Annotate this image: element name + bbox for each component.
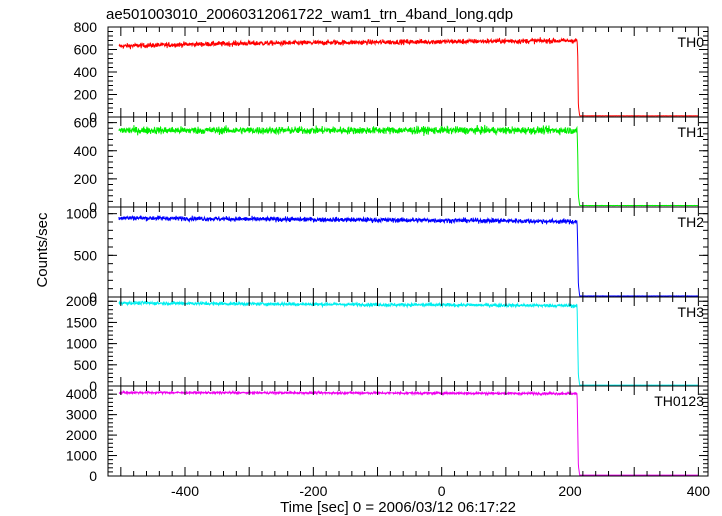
x-tick-label: -400 bbox=[171, 483, 199, 499]
series-th0123-line bbox=[118, 389, 699, 476]
x-tick-label: 0 bbox=[438, 483, 446, 499]
y-tick-label: 0 bbox=[89, 378, 97, 394]
y-tick-label: 200 bbox=[74, 171, 98, 187]
series-th1-line bbox=[118, 124, 699, 207]
x-axis-label: Time [sec] 0 = 2006/03/12 06:17:22 bbox=[280, 499, 516, 516]
y-tick-label: 1500 bbox=[66, 314, 97, 330]
y-tick-label: 500 bbox=[74, 357, 98, 373]
y-tick-label: 0 bbox=[89, 468, 97, 484]
y-tick-label: 1000 bbox=[66, 336, 97, 352]
y-tick-label: 0 bbox=[89, 289, 97, 305]
panel-frame-th0123 bbox=[107, 385, 709, 477]
y-tick-label: 500 bbox=[74, 247, 98, 263]
y-axis-label: Counts/sec bbox=[34, 212, 51, 288]
y-tick-label: 2000 bbox=[66, 427, 97, 443]
y-tick-label: 200 bbox=[74, 87, 98, 103]
y-tick-label: 0 bbox=[89, 199, 97, 215]
panel-label-th0: TH0 bbox=[678, 34, 705, 50]
y-tick-label: 600 bbox=[74, 42, 98, 58]
y-tick-label: 400 bbox=[74, 64, 98, 80]
y-tick-label: 400 bbox=[74, 143, 98, 159]
x-tick-label: 200 bbox=[558, 483, 582, 499]
x-tick-label: -200 bbox=[299, 483, 327, 499]
series-th3-line bbox=[118, 300, 699, 386]
y-tick-label: 1000 bbox=[66, 206, 97, 222]
panel-label-th3: TH3 bbox=[678, 304, 705, 320]
y-tick-label: 3000 bbox=[66, 407, 97, 423]
x-tick-label: 400 bbox=[687, 483, 711, 499]
y-tick-label: 0 bbox=[89, 109, 97, 125]
y-tick-label: 1000 bbox=[66, 448, 97, 464]
y-tick-label: 600 bbox=[74, 115, 98, 131]
panels-group: 0200400600800TH00200400600TH105001000TH2… bbox=[66, 19, 710, 499]
panel-label-th0123: TH0123 bbox=[654, 393, 704, 409]
y-tick-label: 4000 bbox=[66, 386, 97, 402]
y-tick-label: 800 bbox=[74, 19, 98, 35]
series-th0-line bbox=[118, 37, 699, 117]
panel-frame-th3 bbox=[107, 296, 709, 387]
panel-label-th2: TH2 bbox=[678, 214, 705, 230]
panel-label-th1: TH1 bbox=[678, 124, 705, 140]
chart-title: ae501003010_20060312061722_wam1_trn_4ban… bbox=[106, 6, 513, 23]
series-th2-line bbox=[118, 214, 699, 297]
y-tick-label: 2000 bbox=[66, 293, 97, 309]
